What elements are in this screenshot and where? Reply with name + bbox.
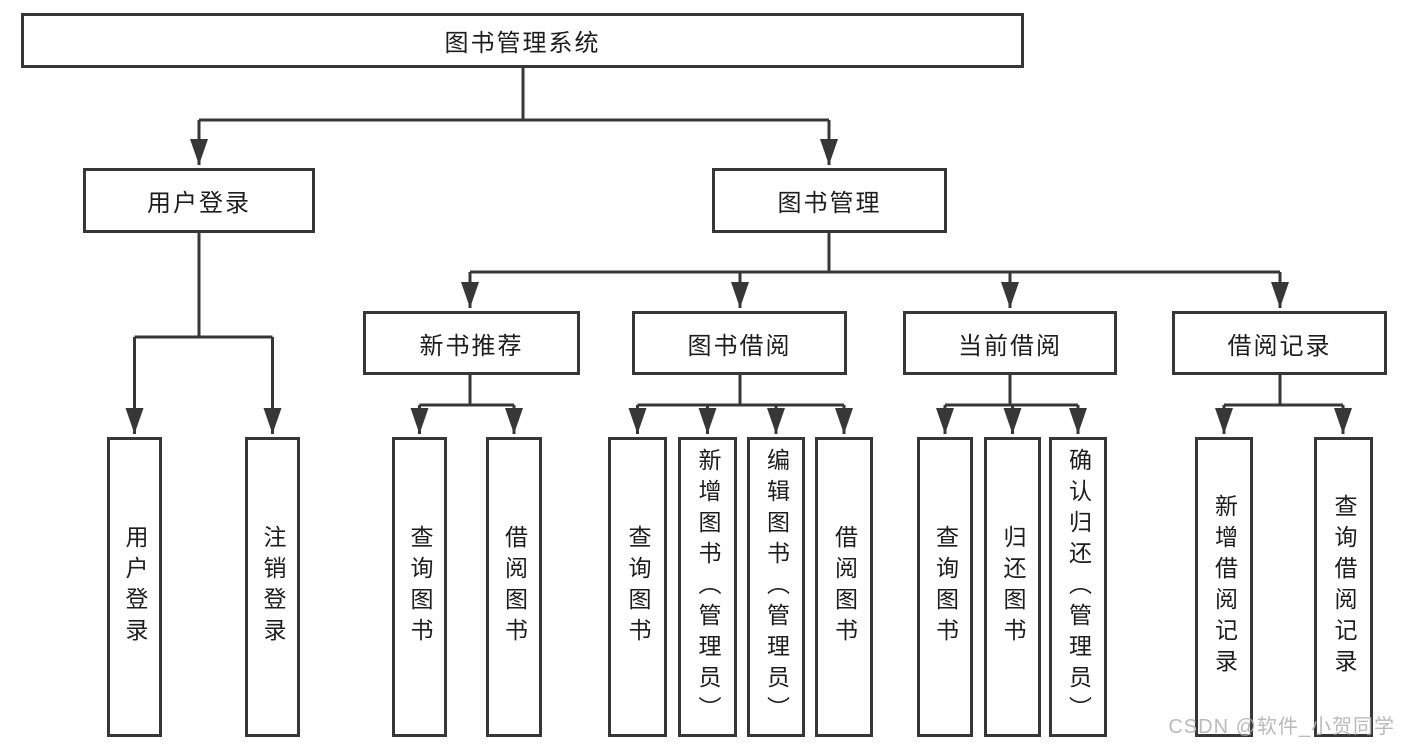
leaf-query-books-borrowing-label: 查询图书 — [625, 525, 651, 649]
leaf-query-borrow-record: 查询借阅记录 — [1314, 437, 1373, 737]
leaf-confirm-return-admin: 确认归还（管理员） — [1049, 437, 1107, 737]
leaf-borrow-books-label: 借阅图书 — [831, 525, 858, 649]
node-new-book-recommend: 新书推荐 — [363, 311, 580, 375]
arrow-lines — [125, 120, 1352, 434]
csdn-watermark: CSDN @软件_小贺同学 — [1168, 716, 1395, 738]
leaf-return-books: 归还图书 — [984, 437, 1041, 737]
leaf-add-borrow-record: 新增借阅记录 — [1195, 437, 1253, 737]
leaf-query-books-recommend-label: 查询图书 — [407, 525, 433, 649]
leaf-borrow-books-recommend-label: 借阅图书 — [501, 525, 528, 649]
leaf-borrow-books-recommend: 借阅图书 — [486, 437, 542, 737]
leaf-query-books-recommend: 查询图书 — [392, 437, 447, 737]
leaf-return-books-label: 归还图书 — [1000, 525, 1026, 649]
node-borrow-records: 借阅记录 — [1172, 311, 1387, 375]
leaf-query-borrow-record-label: 查询借阅记录 — [1331, 494, 1357, 680]
leaf-logout: 注销登录 — [245, 437, 300, 737]
leaf-confirm-return-admin-label: 确认归还（管理员） — [1065, 447, 1092, 727]
leaf-query-books-current-label: 查询图书 — [932, 525, 959, 649]
node-book-management: 图书管理 — [712, 168, 947, 233]
leaf-user-login: 用户登录 — [107, 437, 162, 737]
node-root-library-system: 图书管理系统 — [21, 13, 1024, 68]
leaf-add-borrow-record-label: 新增借阅记录 — [1211, 494, 1238, 680]
leaf-borrow-books: 借阅图书 — [815, 437, 873, 737]
node-book-borrowing: 图书借阅 — [632, 311, 847, 375]
node-current-borrowing: 当前借阅 — [903, 311, 1117, 375]
leaf-add-books-admin: 新增图书（管理员） — [678, 437, 737, 737]
leaf-edit-books-admin: 编辑图书（管理员） — [747, 437, 805, 737]
leaf-add-books-admin-label: 新增图书（管理员） — [695, 447, 721, 727]
leaf-user-login-label: 用户登录 — [122, 525, 148, 649]
leaf-query-books-current: 查询图书 — [917, 437, 973, 737]
node-user-login: 用户登录 — [83, 168, 315, 233]
branch-lines — [134, 68, 1343, 407]
leaf-query-books-borrowing: 查询图书 — [608, 437, 667, 737]
leaf-edit-books-admin-label: 编辑图书（管理员） — [763, 447, 790, 727]
leaf-logout-label: 注销登录 — [260, 525, 286, 649]
